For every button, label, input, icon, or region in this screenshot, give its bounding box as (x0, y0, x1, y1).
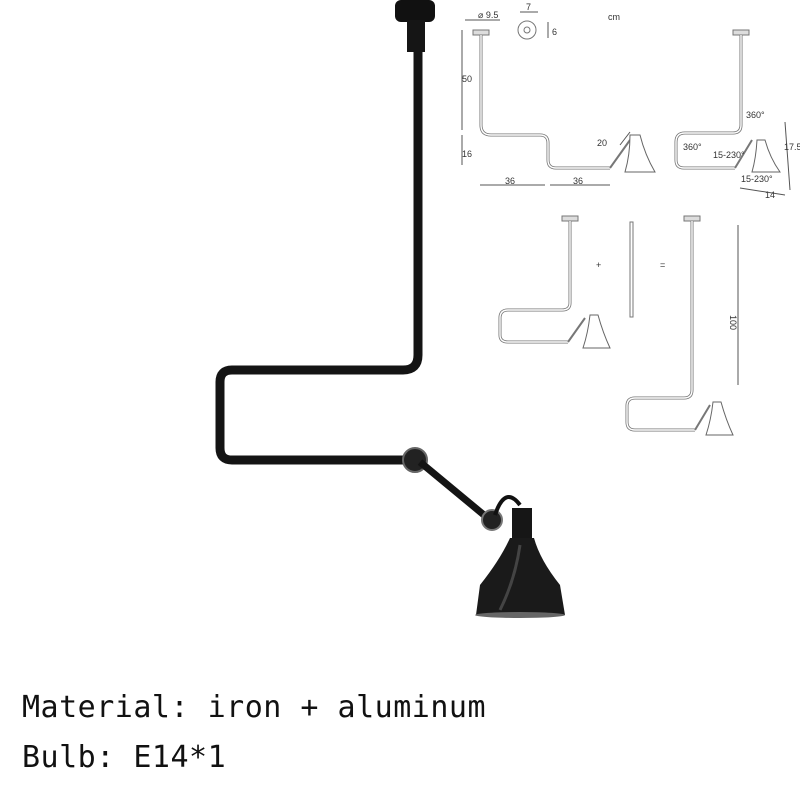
base-width-label: 7 (526, 2, 531, 12)
extension-length-label: 100 (728, 315, 738, 330)
material-spec: Material: iron + aluminum (22, 690, 486, 725)
drop-height-label: 50 (462, 74, 472, 84)
base-height-label: 6 (552, 27, 557, 37)
material-label: Material: (22, 690, 190, 725)
dimension-diagram-side: ⌀ 9.5 7 6 cm 50 16 36 36 20 (461, 2, 656, 186)
bulb-spec: Bulb: E14*1 (22, 740, 226, 775)
dimension-diagram-rotation: 360° 360° 15-230° 15-230° 17.5 14 (674, 29, 800, 200)
arm-length-2-label: 36 (573, 176, 583, 186)
shade-height-label: 17.5 (784, 142, 800, 152)
extension-diagram: + = 100 (498, 215, 739, 436)
rotation-top-label: 360° (746, 110, 765, 120)
material-value: iron + aluminum (207, 690, 487, 725)
arm-length-1-label: 36 (505, 176, 515, 186)
offset-height-label: 16 (462, 149, 472, 159)
rotation-mid-label: 360° (683, 142, 702, 152)
shade-width-label: 14 (765, 190, 775, 200)
base-diameter-label: ⌀ 9.5 (478, 10, 498, 20)
arm-segment-label: 20 (597, 138, 607, 148)
equals-sign: = (660, 260, 665, 270)
tilt-1-label: 15-230° (713, 150, 745, 160)
plus-sign: + (596, 260, 601, 270)
unit-label: cm (608, 12, 620, 22)
tilt-2-label: 15-230° (741, 174, 773, 184)
bulb-value: E14*1 (133, 740, 227, 775)
bulb-label: Bulb: (22, 740, 115, 775)
lamp-illustration (215, 0, 565, 618)
